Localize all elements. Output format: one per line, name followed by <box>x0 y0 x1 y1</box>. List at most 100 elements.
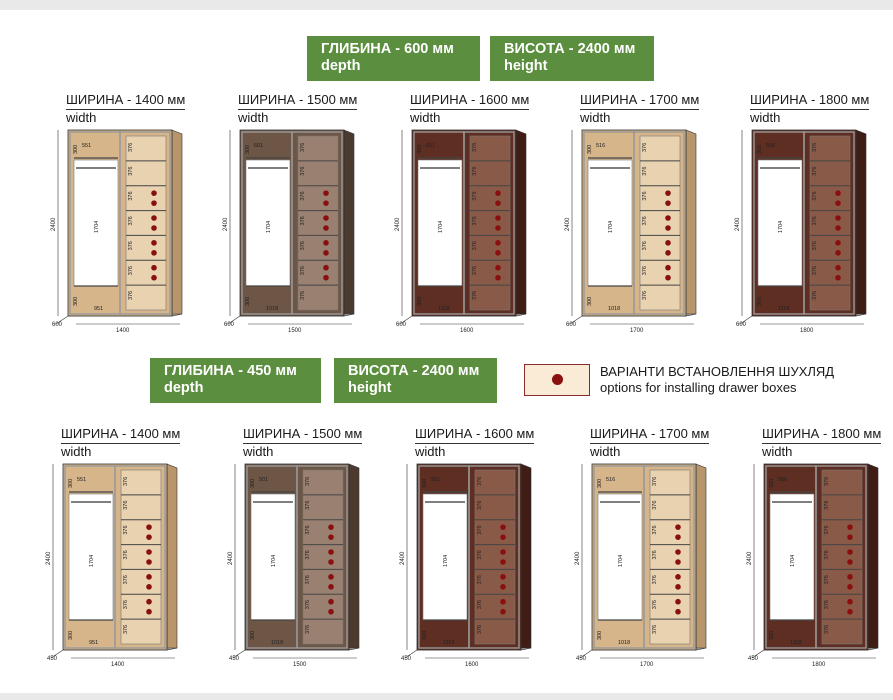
width-label-ua: ШИРИНА - 1800 мм <box>762 426 882 444</box>
bottom-height-dimension: 300 <box>769 631 775 640</box>
drawer-dot <box>835 274 841 281</box>
drawer-dot <box>665 264 671 271</box>
drawer-dot <box>847 598 853 605</box>
drawer-dot <box>146 524 152 530</box>
shelf-dimension: 376 <box>300 291 306 300</box>
door-frame <box>119 131 171 315</box>
shelf-dimension: 376 <box>477 550 483 559</box>
height-dimension: 2400 <box>228 551 234 565</box>
top-height-dimension: 300 <box>417 145 423 154</box>
drawer-dot <box>328 598 334 605</box>
drawer-dot <box>675 524 681 530</box>
inner-width-dimension: 1018 <box>271 640 283 646</box>
height-dimension: 2400 <box>400 551 406 565</box>
drawer-dot <box>328 534 334 540</box>
inner-width-dimension: 1018 <box>266 306 278 312</box>
top-height-dimension: 300 <box>250 479 256 488</box>
width-label-en: width <box>750 110 781 125</box>
shelf-dimension: 376 <box>812 216 818 225</box>
width-label-en: width <box>238 110 269 125</box>
shelf-dimension: 376 <box>472 191 478 200</box>
shelf-compartment <box>125 135 167 311</box>
side-panel <box>695 463 707 651</box>
rail-dimension: 601 <box>254 143 263 149</box>
drawer-dot <box>323 225 329 231</box>
drawer-dot <box>151 200 157 206</box>
side-panel <box>171 129 183 317</box>
drawer-dot <box>675 598 681 605</box>
drawer-dot <box>151 274 157 281</box>
width-label-en: width <box>590 444 621 459</box>
inner-width-dimension: 1118 <box>443 640 454 646</box>
drawer-dot <box>151 264 157 271</box>
depth-dimension: 450 <box>229 656 240 662</box>
shelf-dimension: 376 <box>123 525 129 534</box>
shelf-dimension: 376 <box>642 241 648 250</box>
shelf-dimension: 376 <box>652 625 658 634</box>
width-label-ua: ШИРИНА - 1400 мм <box>66 92 186 110</box>
width-label-ua: ШИРИНА - 1700 мм <box>580 92 700 110</box>
rail-dimension: 516 <box>596 143 605 149</box>
depth-dim-line <box>579 649 593 659</box>
hanging-compartment <box>422 493 468 621</box>
drawer-dot <box>328 549 334 555</box>
width-dimension: 1700 <box>630 328 644 334</box>
drawer-dot <box>675 584 681 590</box>
shelf-dimension: 376 <box>652 600 658 609</box>
drawer-dot <box>847 534 853 540</box>
height-badge-bottom: ВИСОТА - 2400 мм height <box>334 358 497 403</box>
shelf-dimension: 376 <box>300 241 306 250</box>
shelf-dimension: 376 <box>128 191 134 200</box>
bottom-border <box>0 693 893 700</box>
top-border <box>0 0 893 10</box>
mid-height-dimension: 1704 <box>266 221 272 233</box>
shelf-dimension: 376 <box>128 241 134 250</box>
mid-height-dimension: 1704 <box>618 555 624 567</box>
shelf-dimension: 376 <box>824 501 830 510</box>
inner-width-dimension: 1018 <box>618 640 630 646</box>
shelf-dimension: 376 <box>123 575 129 584</box>
door-frame <box>296 465 348 649</box>
shelf-dimension: 376 <box>305 501 311 510</box>
depth-badge-450: ГЛИБИНА - 450 мм depth <box>150 358 321 403</box>
bottom-height-dimension: 300 <box>250 631 256 640</box>
drawer-dot <box>500 598 506 605</box>
drawer-dot <box>665 274 671 281</box>
shelf-dimension: 376 <box>477 575 483 584</box>
width-label-en: width <box>415 444 446 459</box>
depth-dim-line <box>751 649 765 659</box>
width-label-en: width <box>762 444 793 459</box>
drawer-dot <box>495 215 501 221</box>
shelf-dimension: 376 <box>300 191 306 200</box>
mid-height-dimension: 1704 <box>790 555 796 567</box>
top-height-dimension: 300 <box>597 479 603 488</box>
width-label-ua: ШИРИНА - 1600 мм <box>415 426 535 444</box>
height-dimension: 2400 <box>395 217 401 231</box>
hanging-compartment <box>250 493 296 621</box>
drawer-dot <box>847 608 853 615</box>
shelf-dimension: 376 <box>472 241 478 250</box>
drawer-dot-icon <box>552 374 563 385</box>
inner-width-dimension: 1118 <box>438 306 449 312</box>
top-height-dimension: 300 <box>587 145 593 154</box>
depth-label-en: depth <box>164 380 204 396</box>
drawer-dot <box>323 264 329 271</box>
shelf-dimension: 376 <box>305 525 311 534</box>
width-dimension: 1400 <box>111 662 125 668</box>
shelf-dimension: 376 <box>300 216 306 225</box>
shelf-dimension: 376 <box>477 525 483 534</box>
shelf-dimension: 376 <box>128 167 134 176</box>
hanging-compartment <box>769 493 815 621</box>
hanging-compartment <box>68 493 114 621</box>
